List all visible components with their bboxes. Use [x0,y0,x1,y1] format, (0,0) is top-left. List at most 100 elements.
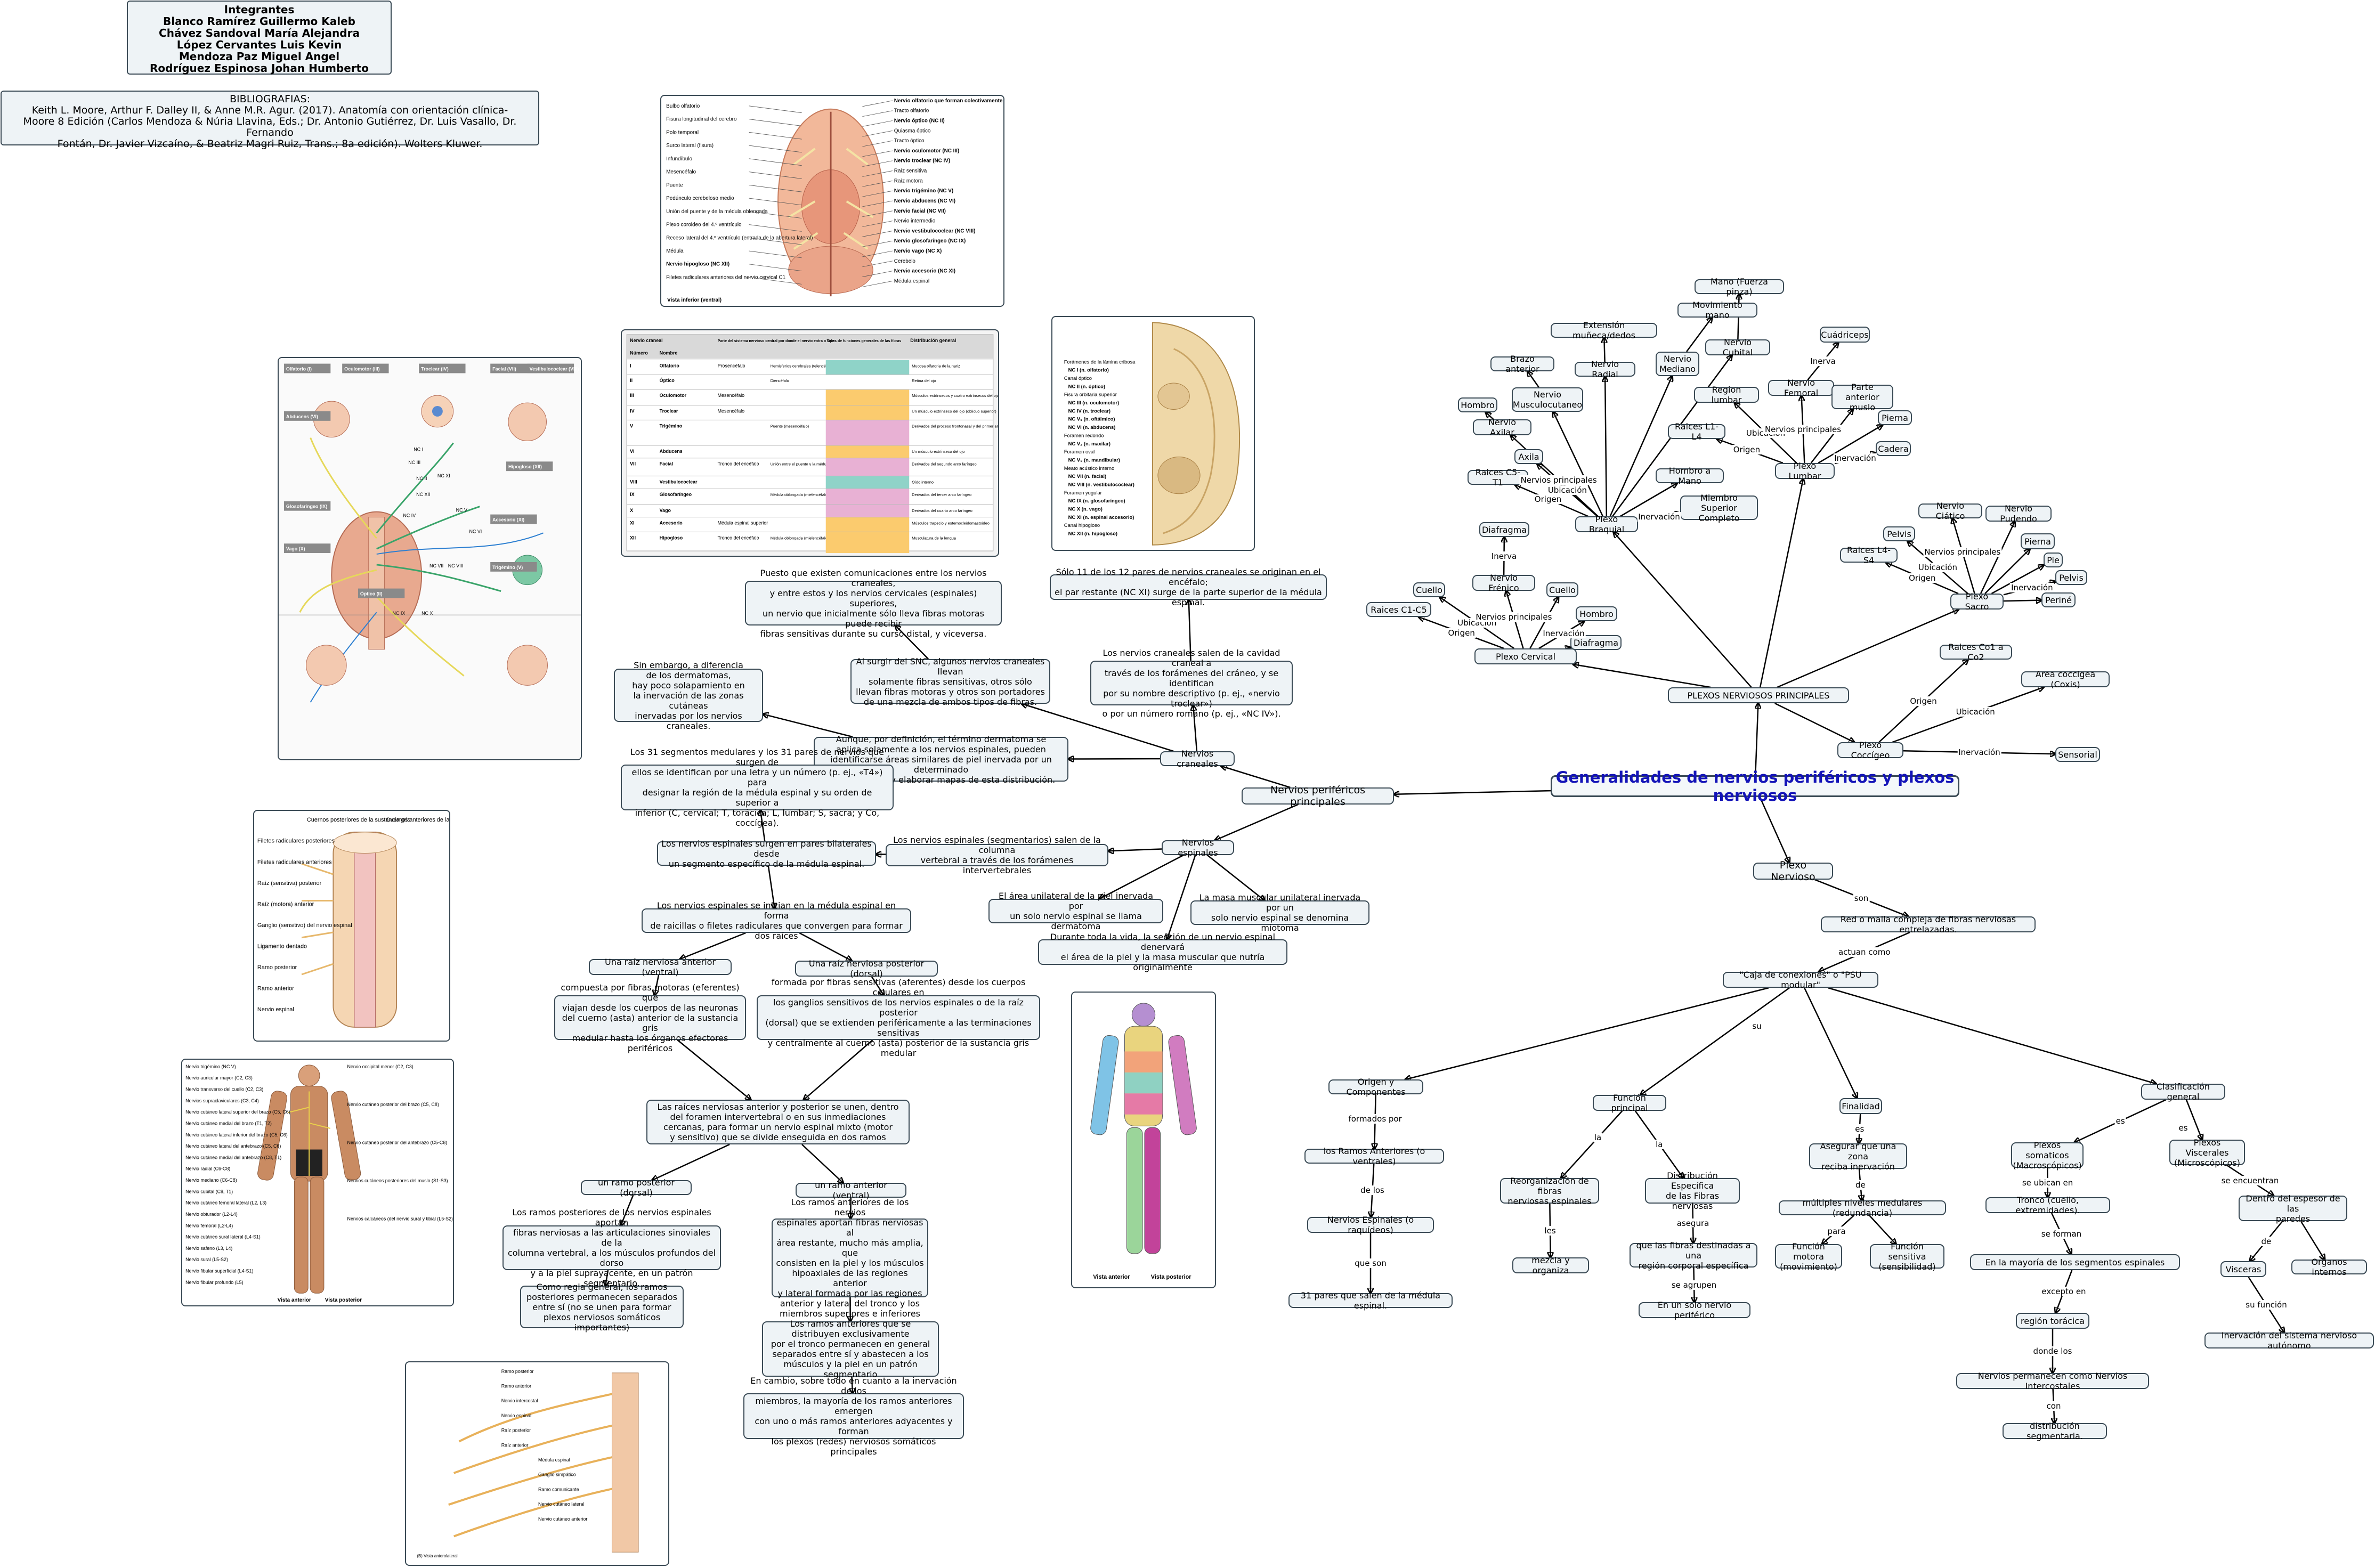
skull-label: Canal hipogloso [1064,522,1100,528]
thoracic-label: Raíz anterior [501,1442,529,1448]
link-plexo-cervical-to-diafragma2 [1566,647,1570,648]
table-cell: Retina del ojo [912,378,936,383]
link-plexo-lumbar-to-parte-anterior-muslo [1810,409,1853,464]
body-caption-posterior: Vista posterior [325,1297,362,1303]
node-masa-muscular: La masa muscular unilateral inervada por… [1190,892,1369,933]
cranial-nerve-tag: NC XII [416,492,430,497]
thoracic-label: Ramo comunicante [538,1486,579,1492]
body-nerve-label: Nervio femoral (L2-L4) [185,1223,233,1228]
link-label: es [2177,1123,2189,1133]
table-cell: Prosencéfalo [718,363,745,368]
body-nerve-label: Nervio radial (C6-C8) [185,1166,230,1172]
table-cell: II [630,378,633,383]
link-aunque-to-sin-embargo [763,714,853,738]
table-cell: X [630,508,633,513]
node-plexo-sacro: Plexo Sacro [1950,591,2004,612]
table-cell: Oído interno [912,480,934,484]
body-nerve-label: Nervio cutáneo lateral superior del braz… [185,1109,290,1115]
node-craneales-salen: Los nervios craneales salen de la cavida… [1090,648,1293,719]
link-nervios-espinales-to-area-unilateral [1099,854,1184,899]
node-region-lumbar: Region lumbar [1694,385,1759,405]
node-nervios-espinales: Nervios espinales [1162,838,1234,858]
node-root: Generalidades de nervios periféricos y p… [1551,768,1959,805]
table-cell: Óptico [660,377,675,383]
link-plexo-braquial-to-nervio-mediano [1609,376,1672,517]
team-title: Integrantes [224,3,295,16]
link-nervios-espinales-to-espinales-salen [1108,849,1162,851]
body-nerve-label: Nervio cutáneo posterior del brazo (C5, … [347,1102,439,1107]
link-label: la [1593,1133,1603,1143]
link-label: Inerva [1490,551,1518,561]
cranial-nerve-tag: NC II [416,476,427,481]
link-clasificacion-to-plexos-viscerales [2185,1099,2202,1140]
node-caja-conexiones: "Caja de conexiones" o "PSU modular" [1723,970,1878,990]
brain-label: Nervio trigémino (NC V) [894,188,953,194]
link-label: son [1853,893,1870,903]
link-nervio-mediano-to-movimiento-mano [1686,318,1712,352]
link-plexo-braquial-to-hombro-mano [1620,483,1677,517]
cranial-nerve-tag: NC VII [429,563,443,568]
link-plexo-sacro-to-nervio-pudendo [1980,522,2015,594]
link-nervios-espinales-to-masa-muscular [1206,855,1264,900]
link-label: Nervios principales [1923,547,2002,557]
body-nerve-label: Nervio cutáneo medial del brazo (T1, T2) [185,1120,272,1126]
node-hombro2: Hombro [1458,397,1497,412]
cranial-nerve-label: Vago (X) [286,546,305,551]
dermatome-caption-anterior: Vista anterior [1093,1274,1130,1280]
skull-label: Foramen oval [1064,449,1095,454]
node-cuello1: Cuello [1413,582,1445,597]
link-label: Inerva [1809,356,1837,366]
link-plexo-cervical-to-cuello2 [1529,597,1558,649]
link-label: de [1854,1180,1867,1190]
node-pelvis2: Pelvis [2055,570,2087,585]
node-organos-internos: Organos internos [2291,1257,2367,1277]
link-plexo-sacro-to-pierna2 [1984,549,2030,594]
brain-label: Nervio vago (NC X) [894,248,942,254]
node-nervio-radial: Nervio Radial [1575,359,1635,379]
link-plexos-principales-to-plexo-coccigeo [1774,702,1854,742]
brain-label: Médula espinal [894,278,929,284]
node-brazo-anterior: Brazo anterior [1490,354,1554,374]
skull-label: NC II (n. óptico) [1068,383,1105,389]
node-raices-unen: Las raíces nerviosas anterior y posterio… [646,1100,910,1144]
link-caja-conexiones-to-clasificacion [1827,987,2155,1084]
node-raices-l1l4: Raices L1-L4 [1668,421,1725,442]
table-cell: Hipogloso [660,535,683,540]
node-hombro1: Hombro [1576,606,1617,621]
node-ramos-anteriores-ventrales: los Ramos Anteriores (o ventrales) [1304,1146,1444,1166]
brain-label: Médula [666,248,684,254]
link-label: Inervación [1957,748,2001,758]
node-distribucion: Distribución Específica de las Fibras ne… [1645,1171,1740,1211]
link-label: se agrupen [1670,1280,1718,1290]
brain-label: Nervio glosofaríngeo (NC IX) [894,238,966,244]
cranial-nerve-label: Troclear (IV) [421,366,449,371]
body-nerve-label: Nervio cubital (C8, T1) [185,1189,233,1194]
thoracic-caption: (B) Vista anterolateral [417,1554,458,1558]
link-plexo-braquial-to-nervio-musculocutaneo [1553,412,1604,517]
link-plexo-sacro-to-pie [1991,565,2044,595]
node-raices-l4s4: Raices L4-S4 [1840,545,1898,565]
thoracic-label: Nervio cutáneo lateral [538,1501,585,1507]
bibliography-title: BIBLIOGRAFIAS: [230,93,310,105]
node-los-31: Los 31 segmentos medulares y los 31 pare… [621,747,894,828]
skull-label: NC VI (n. abducens) [1068,424,1116,430]
node-plexo-coccigeo: Plexo Coccígeo [1837,740,1903,760]
node-nervio-frenico: Nervio Frénico [1472,573,1535,593]
link-multiples-niveles-to-funcion-sensitiva [1869,1215,1896,1244]
body-nerve-label: Nervio trigémino (NC V) [185,1064,236,1069]
brain-label: Nervio vestibulococlear (NC VIII) [894,228,976,234]
node-ramo-posterior: un ramo posterior (dorsal) [581,1177,692,1198]
skull-label: NC V₃ (n. mandibular) [1068,457,1120,462]
brain-label: Tracto olfatorio [894,108,929,114]
link-label: de los [1359,1185,1385,1195]
node-nervio-mediano: Nervio Mediano [1656,352,1699,376]
link-label: Origen [1732,445,1762,455]
node-un-solo-nervio: En un solo nervio periférico [1639,1300,1750,1320]
link-label: es [2114,1116,2126,1126]
brain-label: Puente [666,182,683,188]
table-cell: Glosofaríngeo [660,492,692,497]
table-cell: Derivados del segundo arco faríngeo [912,462,976,467]
cranial-nerve-tag: NC V [456,508,467,513]
